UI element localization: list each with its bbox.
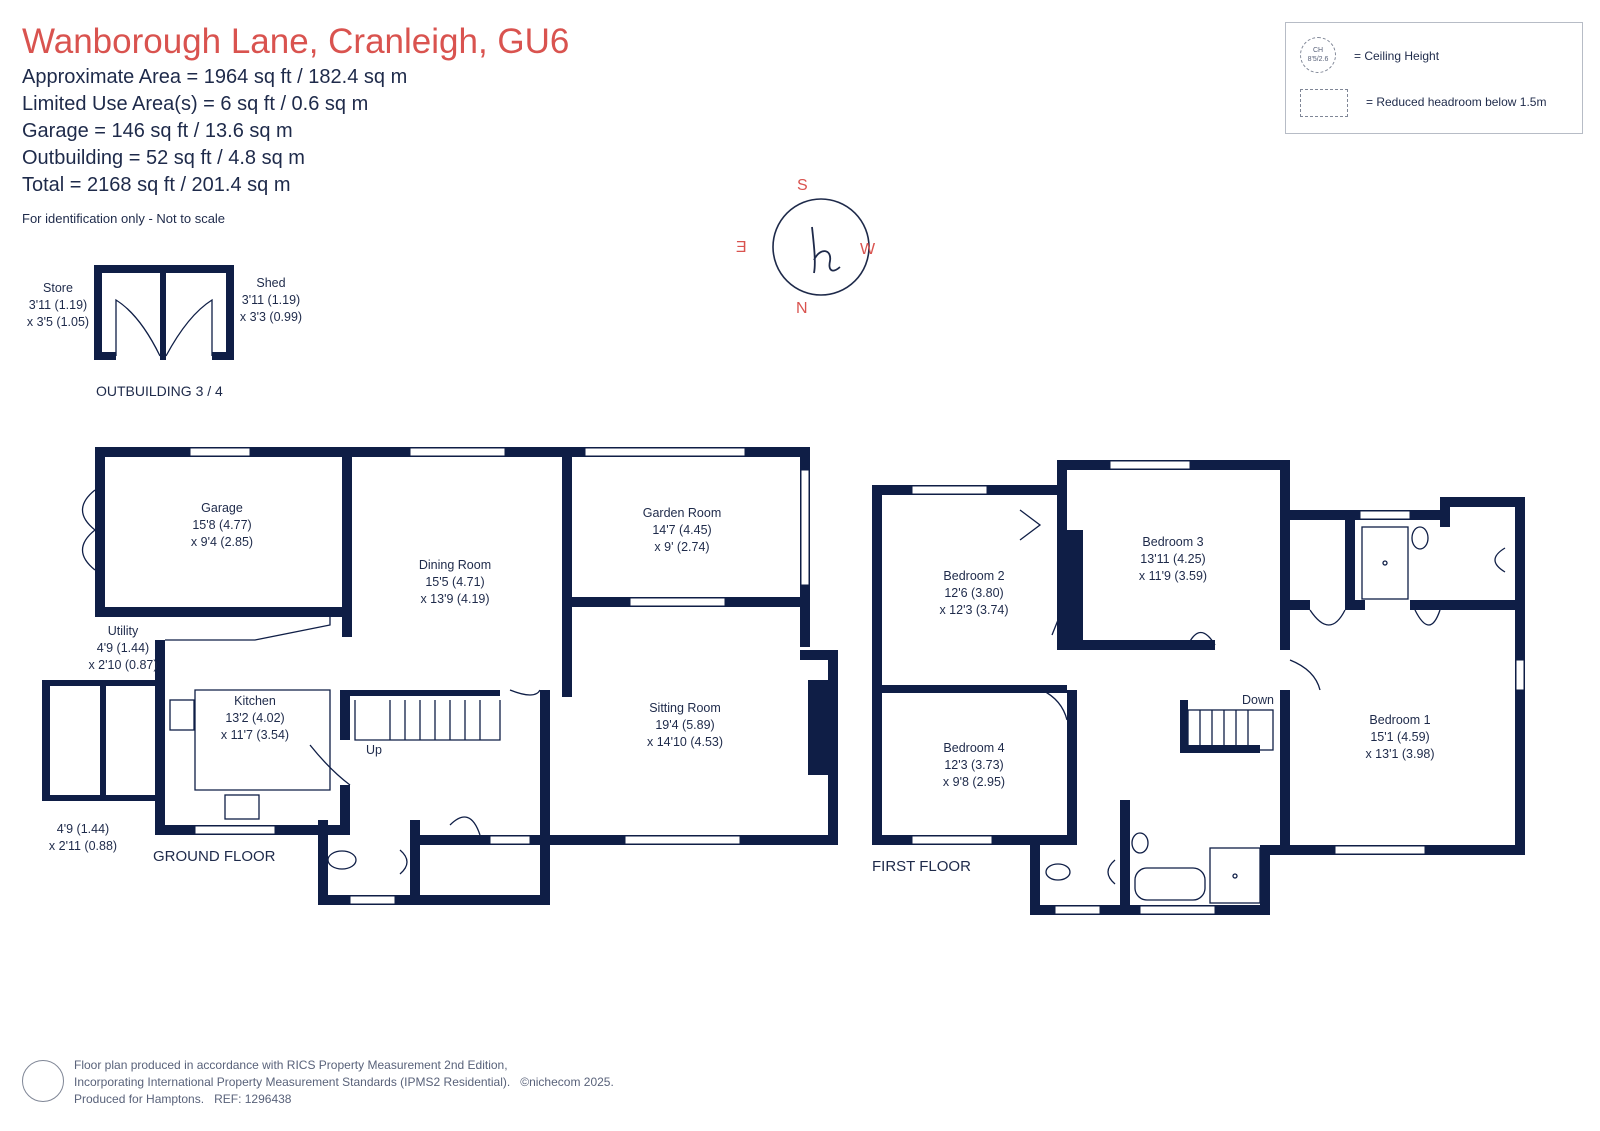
stairs-up-label: Up [366,743,382,757]
bed3-name: Bedroom 3 [1142,535,1204,549]
shed-dim1: 3'11 (1.19) [241,293,301,307]
footer-text: Floor plan produced in accordance with R… [74,1057,614,1108]
bed3-dim1: 13'11 (4.25) [1140,552,1206,566]
garage-dim1: 15'8 (4.77) [192,518,252,532]
info-icon [22,1060,64,1102]
disclaimer-note: For identification only - Not to scale [22,211,226,226]
kitchen-name: Kitchen [234,694,276,708]
first-floor-windows [911,460,1525,915]
first-floor-walls [872,460,1525,915]
room-dining: Dining Room 15'5 (4.71) x 13'9 (4.19) [405,557,505,608]
room-sitting: Sitting Room 19'4 (5.89) x 14'10 (4.53) [630,700,740,751]
dining-name: Dining Room [418,558,492,572]
store2-dim2: x 2'11 (0.88) [48,839,118,853]
room-bedroom-3: Bedroom 3 13'11 (4.25) x 11'9 (3.59) [1123,534,1223,585]
outbuilding-title: OUTBUILDING 3 / 4 [96,383,223,399]
garage-name: Garage [201,501,243,515]
total-area: Total = 2168 sq ft / 201.4 sq m [22,174,291,196]
bed3-dim2: x 11'9 (3.59) [1138,569,1208,583]
footer-ref: REF: 1296438 [214,1092,292,1106]
room-garden: Garden Room 14'7 (4.45) x 9' (2.74) [632,505,732,556]
garden-dim1: 14'7 (4.45) [652,523,712,537]
store-dim2: x 3'5 (1.05) [26,315,90,329]
kitchen-dim2: x 11'7 (3.54) [220,728,290,742]
dining-dim1: 15'5 (4.71) [425,575,485,589]
shed-dim2: x 3'3 (0.99) [239,310,303,324]
limited-use-area: Limited Use Area(s) = 6 sq ft / 0.6 sq m [22,93,369,115]
legend-box: CH 8'5/2.6 = Ceiling Height = Reduced he… [1285,22,1583,134]
room-bedroom-4: Bedroom 4 12'3 (3.73) x 9'8 (2.95) [924,740,1024,791]
store2-dim1: 4'9 (1.44) [56,822,110,836]
store-dim1: 3'11 (1.19) [28,298,88,312]
reduced-headroom-label: = Reduced headroom below 1.5m [1366,95,1547,109]
ceiling-symbol-line1: CH [1312,47,1324,54]
approximate-area: Approximate Area = 1964 sq ft / 182.4 sq… [22,66,408,88]
sitting-dim1: 19'4 (5.89) [655,718,715,732]
footer-line1: Floor plan produced in accordance with R… [74,1058,508,1072]
bed1-dim1: 15'1 (4.59) [1370,730,1430,744]
bed1-dim2: x 13'1 (3.98) [1365,747,1435,761]
sitting-dim2: x 14'10 (4.53) [646,735,724,749]
reduced-headroom-icon [1300,89,1348,117]
compass-logo-icon [811,226,841,274]
store-name: Store [43,281,73,295]
outbuilding-area: Outbuilding = 52 sq ft / 4.8 sq m [22,147,305,169]
bed4-dim2: x 9'8 (2.95) [942,775,1006,789]
outbuilding-walls [94,265,234,360]
garden-name: Garden Room [642,506,722,520]
garage-dim2: x 9'4 (2.85) [190,535,254,549]
footer-copyright: ©nichecom 2025. [520,1075,614,1089]
bed4-dim1: 12'3 (3.73) [944,758,1004,772]
ground-floor-title: GROUND FLOOR [153,848,276,865]
room-garage: Garage 15'8 (4.77) x 9'4 (2.85) [172,500,272,551]
compass-south: S [797,177,808,194]
compass-ring [772,198,870,296]
ceiling-height-icon: CH 8'5/2.6 [1300,37,1336,73]
ceiling-height-label: = Ceiling Height [1354,49,1440,63]
utility-dim1: 4'9 (1.44) [96,641,150,655]
utility-name: Utility [107,624,139,638]
stairs-down-label: Down [1242,693,1274,707]
bed2-name: Bedroom 2 [943,569,1005,583]
footer-line2: Incorporating International Property Mea… [74,1075,511,1089]
page-title: Wanborough Lane, Cranleigh, GU6 [22,22,570,61]
sitting-name: Sitting Room [649,701,721,715]
bed2-dim2: x 12'3 (3.74) [939,603,1009,617]
store-label: Store 3'11 (1.19) x 3'5 (1.05) [22,280,94,331]
compass-west: W [860,241,876,258]
shed-name: Shed [256,276,286,290]
first-floor-fixtures [1019,509,1506,904]
garage-area: Garage = 146 sq ft / 13.6 sq m [22,120,293,142]
bed4-name: Bedroom 4 [943,741,1005,755]
ground-floor-windows [189,447,810,905]
ceiling-symbol-line2: 8'5/2.6 [1307,56,1329,63]
dining-dim2: x 13'9 (4.19) [420,592,490,606]
room-kitchen: Kitchen 13'2 (4.02) x 11'7 (3.54) [205,693,305,744]
first-floor-title: FIRST FLOOR [872,858,971,875]
compass-north: N [796,300,808,317]
room-bedroom-2: Bedroom 2 12'6 (3.80) x 12'3 (3.74) [924,568,1024,619]
room-bedroom-1: Bedroom 1 15'1 (4.59) x 13'1 (3.98) [1350,712,1450,763]
bed1-name: Bedroom 1 [1369,713,1431,727]
footer-line3: Produced for Hamptons. [74,1092,205,1106]
compass [772,198,870,296]
shed-label: Shed 3'11 (1.19) x 3'3 (0.99) [236,275,306,326]
garden-dim2: x 9' (2.74) [654,540,710,554]
room-utility: Utility 4'9 (1.44) x 2'10 (0.87) [78,623,168,674]
kitchen-dim1: 13'2 (4.02) [225,711,285,725]
ground-floor-fixtures [81,489,541,875]
room-store-ground: 4'9 (1.44) x 2'11 (0.88) [38,821,128,855]
utility-dim2: x 2'10 (0.87) [88,658,158,672]
bed2-dim1: 12'6 (3.80) [944,586,1004,600]
